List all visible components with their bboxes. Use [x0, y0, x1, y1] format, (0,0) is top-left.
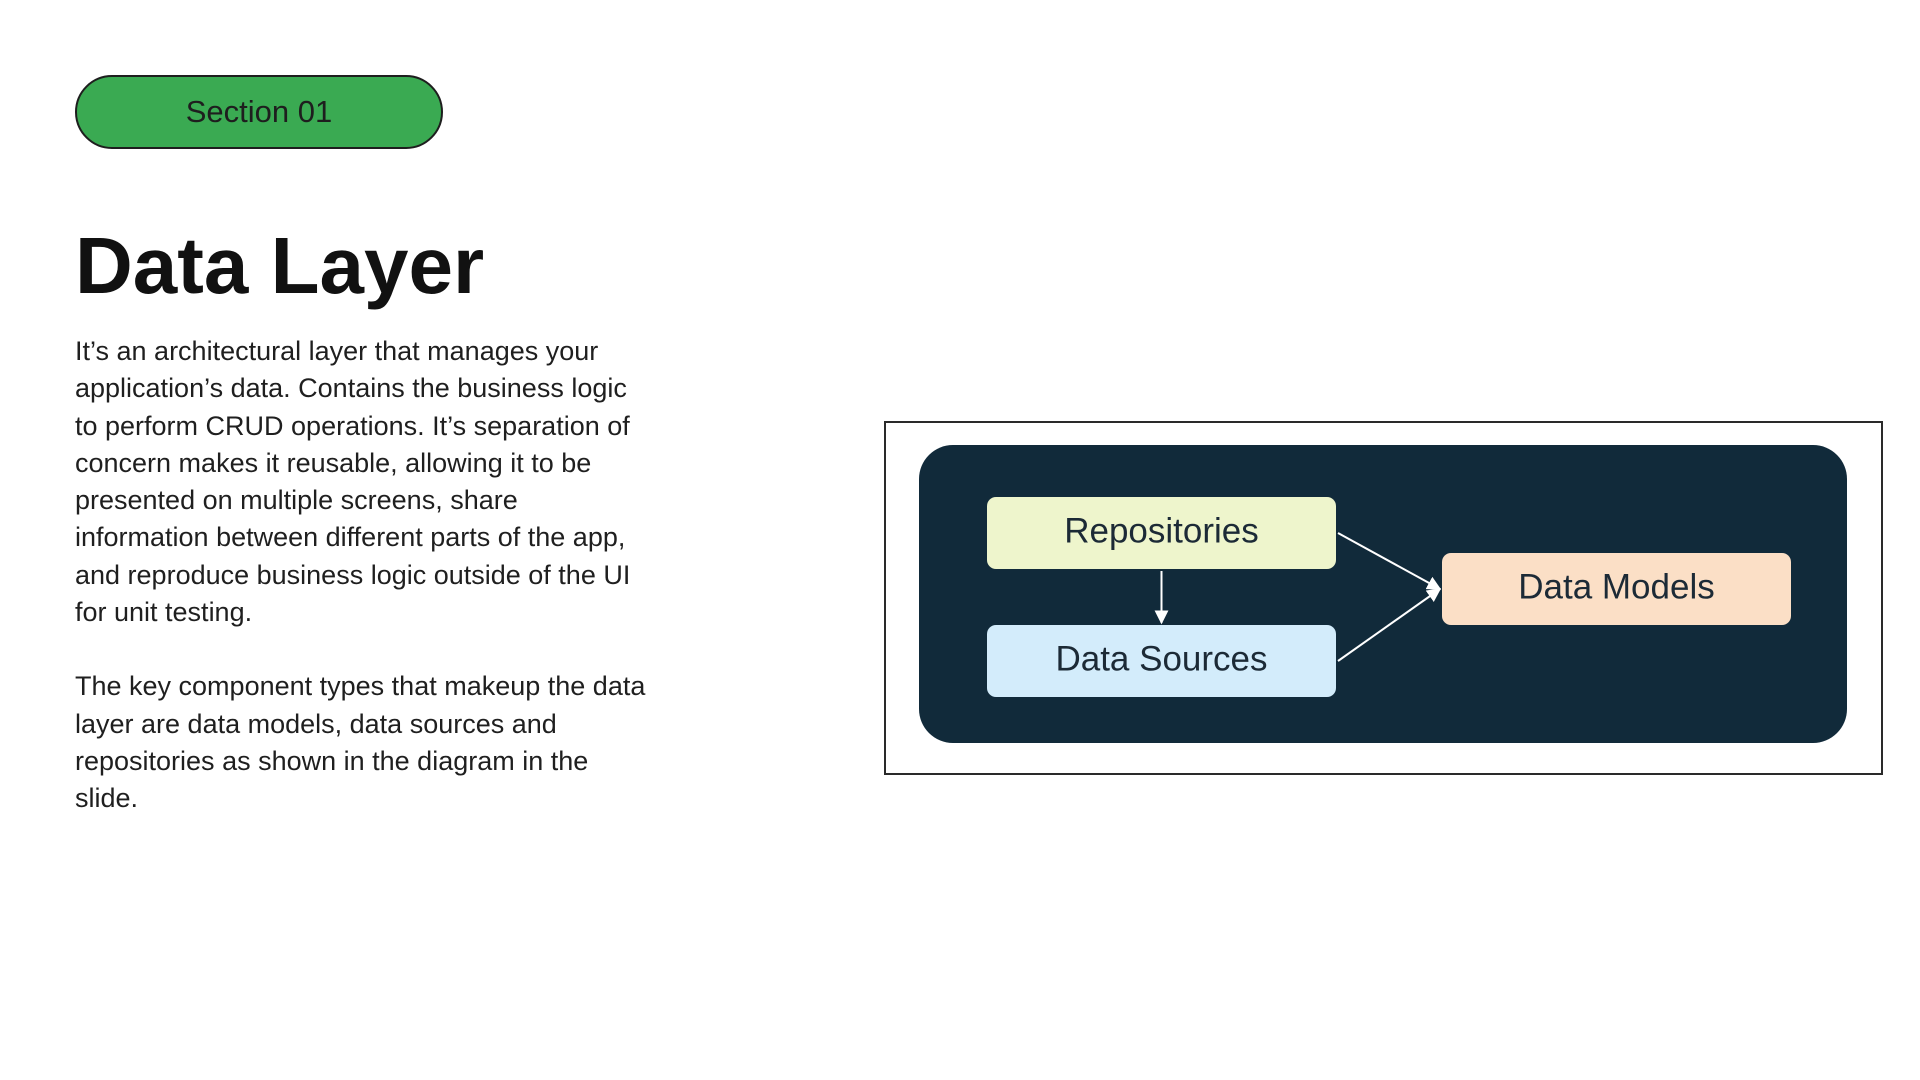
- description-paragraph-2: The key component types that makeup the …: [75, 671, 646, 814]
- data-sources-label: Data Sources: [1055, 639, 1267, 678]
- description-paragraph-1: It’s an architectural layer that manages…: [75, 336, 631, 628]
- data-layer-diagram: Repositories Data Sources Data Models: [919, 445, 1847, 743]
- description: It’s an architectural layer that manages…: [75, 333, 655, 818]
- diagram-frame: Repositories Data Sources Data Models: [884, 421, 1883, 775]
- section-badge-label: Section 01: [185, 94, 333, 129]
- data-models-label: Data Models: [1518, 567, 1714, 606]
- data-models-node: [1442, 553, 1791, 625]
- section-badge: Section 01: [75, 75, 443, 149]
- arrow-data-sources-to-data-models: [1337, 588, 1442, 662]
- repositories-node: [987, 497, 1336, 569]
- repositories-label: Repositories: [1064, 511, 1259, 550]
- page-title: Data Layer: [75, 221, 485, 310]
- data-sources-node: [987, 625, 1336, 697]
- arrow-repositories-to-data-models: [1337, 532, 1442, 590]
